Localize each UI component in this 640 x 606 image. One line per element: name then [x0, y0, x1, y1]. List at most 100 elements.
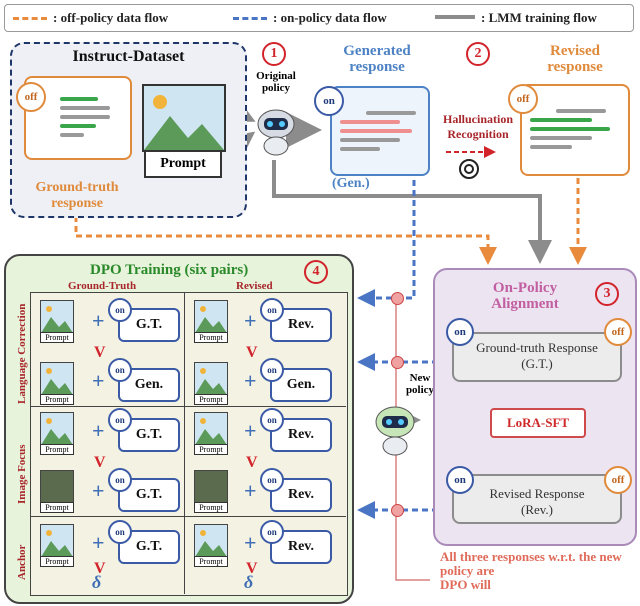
on-policy-title-2: Alignment — [491, 296, 559, 312]
on-badge: on — [260, 408, 284, 432]
delta-symbol: δ — [244, 572, 254, 592]
instruct-dataset-panel: Instruct-Dataset off Prompt Ground-truth… — [10, 42, 247, 218]
footnote-line-3: DPO will — [440, 577, 491, 592]
on-policy-title: On-Policy Alignment — [445, 280, 605, 312]
prompt-tag: Prompt — [40, 502, 74, 513]
robot-icon — [256, 106, 296, 156]
generated-tag: (Gen.) — [332, 176, 370, 191]
legend-on-policy: : on-policy data flow — [273, 10, 387, 25]
prompt-tag: Prompt — [194, 444, 228, 455]
delta-symbol: δ — [92, 572, 102, 592]
plus-sign: + — [92, 530, 105, 555]
grid-divider-v — [184, 292, 185, 594]
on-badge: on — [260, 520, 284, 544]
original-policy-line-1: Original — [256, 70, 296, 82]
prompt-label: Prompt — [144, 150, 222, 178]
generated-title-2: response — [349, 59, 405, 75]
rev-box: Rev. — [270, 530, 332, 564]
v-mark: V — [94, 454, 106, 471]
image-icon — [142, 84, 226, 152]
lora-sft-box: LoRA-SFT — [490, 408, 586, 438]
row-label-image-focus: Image Focus — [16, 444, 28, 504]
revised-response-line-1: Revised Response — [489, 486, 585, 501]
row-label-anchor: Anchor — [16, 544, 28, 580]
on-badge: on — [108, 298, 132, 322]
prompt-tag: Prompt — [40, 444, 74, 455]
prompt-tag: Prompt — [194, 394, 228, 405]
dpo-title: DPO Training (six pairs) — [90, 262, 249, 278]
on-badge: on — [108, 408, 132, 432]
on-badge: on — [260, 358, 284, 382]
v-mark: V — [94, 560, 106, 577]
plus-sign: + — [244, 368, 257, 393]
hallucination-line-2: Recognition — [447, 127, 509, 141]
plus-sign: + — [244, 530, 257, 555]
new-policy-line-2: policy — [405, 384, 435, 396]
footnote-line-1: All three responses w.r.t. the new — [440, 549, 622, 564]
gt-response-line-2: (G.T.) — [521, 356, 553, 371]
prompt-tag: Prompt — [40, 394, 74, 405]
rev-box: Rev. — [270, 418, 332, 452]
plus-sign: + — [244, 308, 257, 333]
plus-sign: + — [244, 418, 257, 443]
on-badge: on — [108, 520, 132, 544]
column-ground-truth: Ground-Truth — [68, 280, 137, 292]
node-dot — [391, 292, 404, 305]
generated-response-card — [330, 86, 430, 176]
image-icon — [40, 412, 74, 446]
v-mark: V — [246, 560, 258, 577]
new-policy-robot-icon — [374, 404, 416, 456]
step-3-marker: 3 — [595, 282, 619, 306]
new-policy-line-1: New — [409, 372, 431, 384]
revised-response-panel: Revised Response (Rev.) — [452, 474, 622, 524]
on-badge: on — [108, 358, 132, 382]
on-badge: on — [260, 468, 284, 492]
image-icon — [40, 524, 74, 558]
on-badge: on — [108, 468, 132, 492]
node-dot — [391, 504, 404, 517]
step-2-marker: 2 — [466, 42, 490, 66]
original-policy-label: Original policy — [244, 70, 308, 94]
ground-truth-label-1: Ground-truth — [35, 180, 119, 195]
plus-sign: + — [92, 478, 105, 503]
on-policy-title-1: On-Policy — [492, 280, 558, 296]
lmm-arrow-icon — [435, 15, 475, 19]
column-revised: Revised — [236, 280, 273, 292]
hallucination-label: Hallucination Recognition — [432, 112, 524, 142]
gt-box: G.T. — [118, 530, 180, 564]
openai-icon — [458, 158, 480, 180]
revised-title-2: response — [547, 59, 603, 75]
revised-response-card — [520, 84, 630, 176]
prompt-tag: Prompt — [194, 502, 228, 513]
node-dot — [391, 356, 404, 369]
v-mark: V — [246, 344, 258, 361]
legend-off-policy: : off-policy data flow — [53, 10, 169, 25]
on-badge: on — [446, 318, 474, 346]
image-icon — [194, 300, 228, 334]
off-badge: off — [604, 318, 632, 346]
plus-sign: + — [92, 368, 105, 393]
image-icon — [194, 362, 228, 396]
revised-title-1: Revised — [550, 43, 600, 59]
row-label-language: Language Correction — [16, 303, 28, 404]
off-badge-revised: off — [508, 84, 538, 114]
image-icon — [40, 362, 74, 396]
ground-truth-label-2: response — [51, 196, 103, 211]
v-mark: V — [94, 344, 106, 361]
off-badge: off — [604, 466, 632, 494]
revised-response-line-2: (Rev.) — [520, 502, 553, 517]
new-policy-label: New policy — [400, 372, 440, 396]
generated-title-1: Generated — [343, 43, 411, 59]
image-icon — [194, 524, 228, 558]
on-badge: on — [260, 298, 284, 322]
grid-divider-h1 — [30, 406, 346, 407]
on-badge: on — [314, 86, 344, 116]
step-1-marker: 1 — [262, 42, 286, 66]
image-icon — [194, 412, 228, 446]
noisy-image-icon — [194, 470, 228, 504]
step-4-marker: 4 — [304, 260, 328, 284]
gt-box: G.T. — [118, 478, 180, 512]
noisy-image-icon — [40, 470, 74, 504]
on-badge: on — [446, 466, 474, 494]
footnote: All three responses w.r.t. the new polic… — [440, 550, 622, 592]
